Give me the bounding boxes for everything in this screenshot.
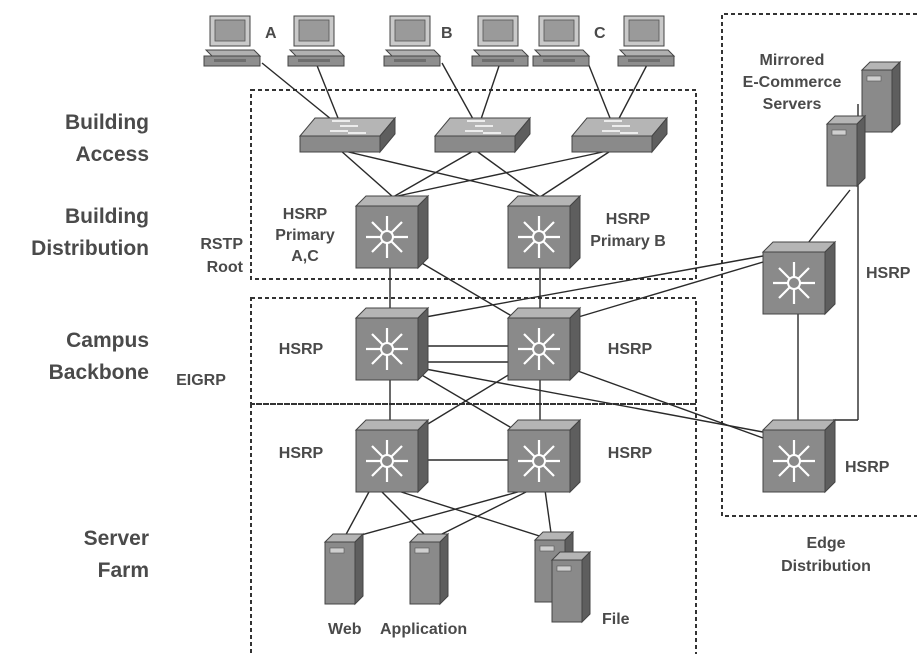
layer-label-campus-backbone-line1: Campus: [66, 329, 149, 352]
hsrp-primary-ac-line1: HSRP: [283, 206, 328, 223]
layer-label-building-distribution-line2: Distribution: [31, 237, 149, 260]
ecommerce-server-icon: [861, 61, 901, 133]
layer-label-server-farm-line2: Farm: [98, 559, 149, 582]
distribution-switch-icon: [354, 194, 430, 270]
pc-label-a: A: [265, 25, 277, 42]
file-label: File: [602, 611, 630, 628]
hsrp-primary-b-line1: HSRP: [606, 211, 651, 228]
mirrored-label-line3: Servers: [763, 96, 822, 113]
pc-icon: [287, 15, 345, 67]
eigrp-label: EIGRP: [176, 372, 226, 389]
layer-labels: Building Access Building Distribution Ca…: [31, 111, 149, 582]
rstp-label-line1: RSTP: [200, 236, 243, 253]
pc-label-c: C: [594, 25, 606, 42]
application-label: Application: [380, 621, 467, 638]
mirrored-label-line2: E-Commerce: [743, 74, 842, 91]
web-label: Web: [328, 621, 362, 638]
file-server-icon: [551, 551, 591, 623]
pc-icon: [532, 15, 590, 67]
hsrp-edge-label: HSRP: [845, 459, 890, 476]
hsrp-server-left-label: HSRP: [279, 445, 324, 462]
mirrored-label-line1: Mirrored: [760, 52, 825, 69]
edge-distribution-boundary: [721, 13, 917, 517]
access-switch-icon: [571, 117, 668, 153]
layer-label-server-farm-line1: Server: [84, 527, 149, 550]
hsrp-primary-ac-line3: A,C: [291, 248, 319, 265]
pc-icon: [617, 15, 675, 67]
edge-label-line1: Edge: [806, 535, 845, 552]
layer-label-building-access-line2: Access: [75, 143, 149, 166]
edge-label-line2: Distribution: [781, 558, 871, 575]
edge-switch-icon: [761, 418, 837, 494]
pc-icon: [471, 15, 529, 67]
links: [261, 62, 859, 541]
web-server-icon: [324, 533, 364, 605]
server-distribution-switch-icon: [506, 418, 582, 494]
access-switch-icon: [434, 117, 531, 153]
backbone-switch-icon: [354, 306, 430, 382]
pc-icon: [383, 15, 441, 67]
hsrp-backbone-left-label: HSRP: [279, 341, 324, 358]
hsrp-primary-b-line2: Primary B: [590, 233, 666, 250]
layer-label-building-distribution-line1: Building: [65, 205, 149, 228]
ecommerce-server-icon: [826, 115, 866, 187]
hsrp-server-right-label: HSRP: [608, 445, 653, 462]
distribution-switch-icon: [506, 194, 582, 270]
pc-label-b: B: [441, 25, 453, 42]
server-farm-boundary: [251, 403, 697, 654]
edge-switch-icon: [761, 240, 837, 316]
hsrp-backbone-right-label: HSRP: [608, 341, 653, 358]
hsrp-edge-vertical-label: HSRP: [866, 265, 911, 282]
pc-icon: [203, 15, 261, 67]
server-distribution-switch-icon: [354, 418, 430, 494]
access-switch-icon: [299, 117, 396, 153]
layer-label-building-access-line1: Building: [65, 111, 149, 134]
backbone-switch-icon: [506, 306, 582, 382]
layer-label-campus-backbone-line2: Backbone: [49, 361, 149, 384]
rstp-label-line2: Root: [207, 259, 244, 276]
hsrp-primary-ac-line2: Primary: [275, 227, 335, 244]
backbone-block-boundary: [250, 297, 697, 405]
application-server-icon: [409, 533, 449, 605]
distribution-block-boundary: [250, 89, 697, 280]
